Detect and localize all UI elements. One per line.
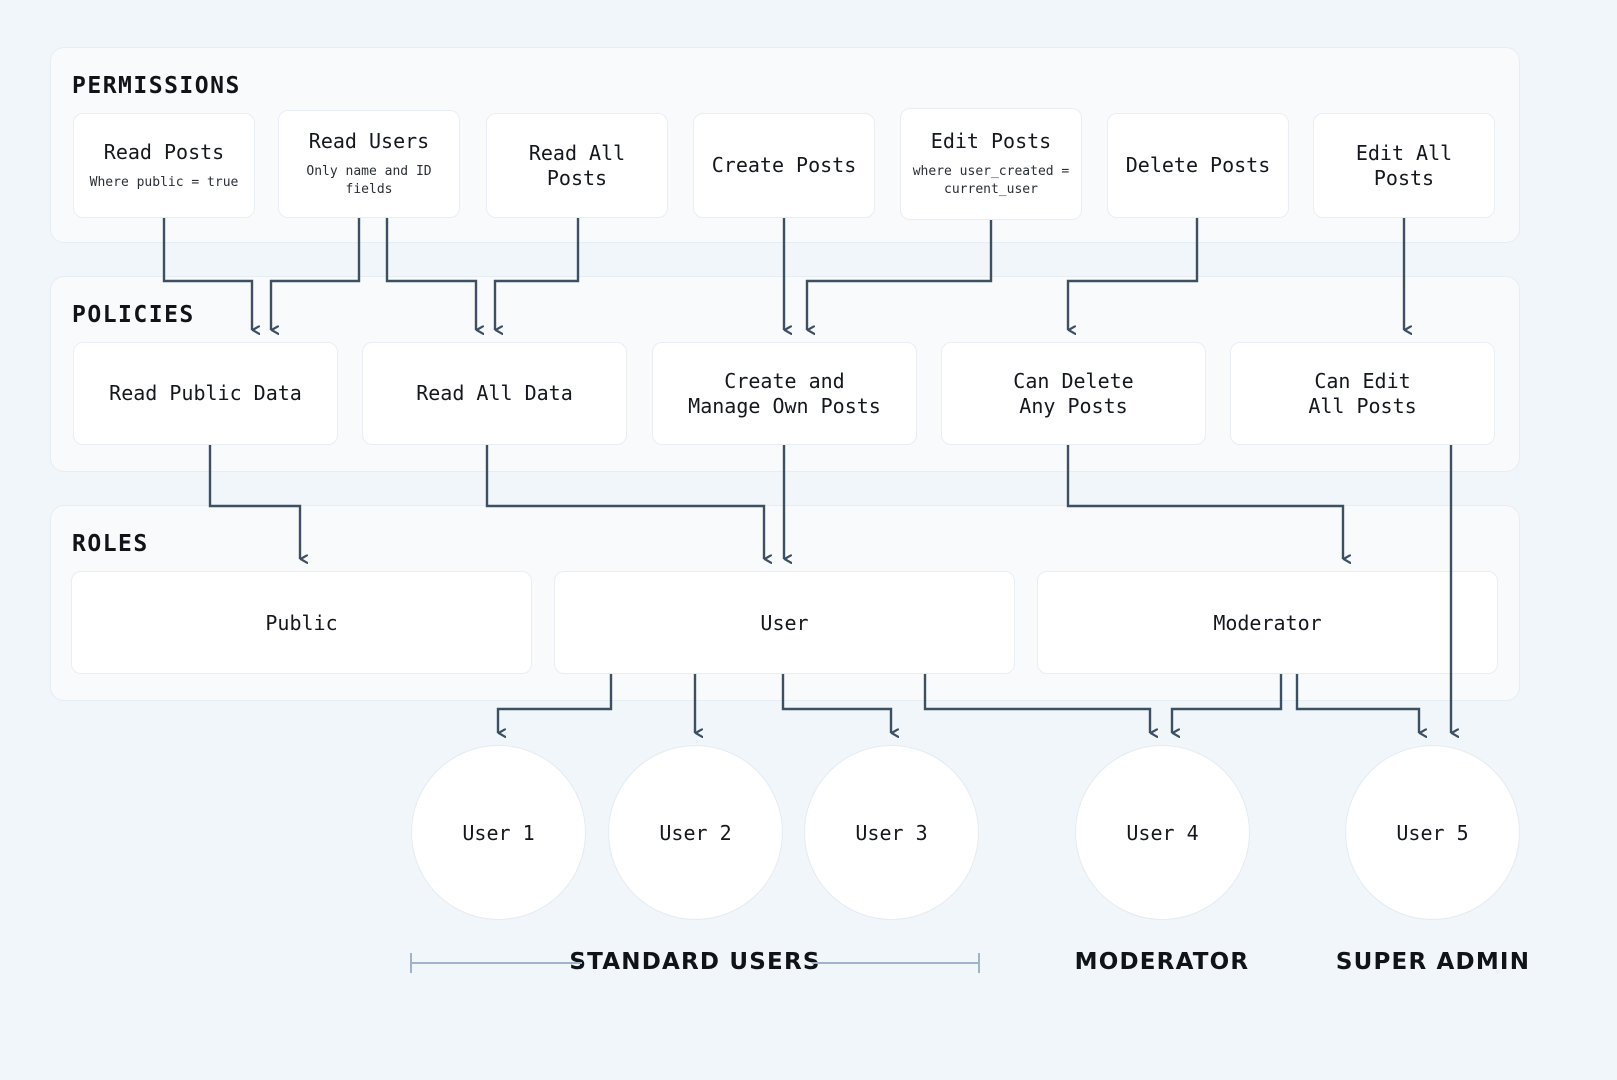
permission-label: Read All Posts <box>528 140 626 190</box>
user-label: User 3 <box>855 820 928 845</box>
role-label: Public <box>265 610 338 635</box>
permission-sublabel: where user_created = current_user <box>912 164 1070 197</box>
policy-label: Can Edit All Posts <box>1308 368 1417 418</box>
user-node-user-4[interactable]: User 4 <box>1075 745 1250 920</box>
permission-label: Edit Posts <box>930 129 1052 154</box>
permission-card-edit-all-posts[interactable]: Edit All Posts <box>1313 113 1495 218</box>
permission-sublabel: Only name and ID fields <box>306 164 432 197</box>
user-label: User 4 <box>1126 820 1199 845</box>
policy-card-read-all-data[interactable]: Read All Data <box>362 342 627 445</box>
policy-card-can-edit-all[interactable]: Can Edit All Posts <box>1230 342 1495 445</box>
permission-label: Read Users <box>308 129 430 154</box>
user-node-user-5[interactable]: User 5 <box>1345 745 1520 920</box>
policies-section-title: POLICIES <box>72 302 195 328</box>
permissions-section-title: PERMISSIONS <box>72 73 241 99</box>
policy-card-read-public-data[interactable]: Read Public Data <box>73 342 338 445</box>
permission-sublabel: Where public = true <box>89 174 239 190</box>
permission-label: Edit All Posts <box>1355 140 1453 190</box>
permission-card-create-posts[interactable]: Create Posts <box>693 113 875 218</box>
policy-label: Create and Manage Own Posts <box>688 368 881 418</box>
policy-card-can-delete-any[interactable]: Can Delete Any Posts <box>941 342 1206 445</box>
role-card-moderator[interactable]: Moderator <box>1037 571 1498 674</box>
permission-card-read-users[interactable]: Read Users Only name and ID fields <box>278 110 460 218</box>
user-node-user-1[interactable]: User 1 <box>411 745 586 920</box>
permission-label: Read Posts <box>103 139 225 164</box>
permission-card-read-all-posts[interactable]: Read All Posts <box>486 113 668 218</box>
role-label: Moderator <box>1213 610 1322 635</box>
policy-label: Can Delete Any Posts <box>1013 368 1134 418</box>
user-node-user-2[interactable]: User 2 <box>608 745 783 920</box>
permission-label: Delete Posts <box>1125 153 1271 177</box>
group-label-super-admin: SUPER ADMIN <box>1335 949 1531 975</box>
user-label: User 2 <box>659 820 732 845</box>
group-label-moderator: MODERATOR <box>1074 949 1250 975</box>
roles-section-title: ROLES <box>72 531 149 557</box>
permission-card-edit-posts[interactable]: Edit Posts where user_created = current_… <box>900 108 1082 220</box>
policy-label: Read All Data <box>416 381 573 405</box>
user-node-user-3[interactable]: User 3 <box>804 745 979 920</box>
permission-label: Create Posts <box>711 153 857 177</box>
user-label: User 1 <box>462 820 535 845</box>
permission-card-read-posts[interactable]: Read Posts Where public = true <box>73 113 255 218</box>
role-card-user[interactable]: User <box>554 571 1015 674</box>
group-label-standard-users: STANDARD USERS <box>569 949 821 975</box>
user-label: User 5 <box>1396 820 1469 845</box>
policy-label: Read Public Data <box>109 381 302 405</box>
role-label: User <box>760 610 809 635</box>
permission-card-delete-posts[interactable]: Delete Posts <box>1107 113 1289 218</box>
role-card-public[interactable]: Public <box>71 571 532 674</box>
policy-card-create-manage[interactable]: Create and Manage Own Posts <box>652 342 917 445</box>
